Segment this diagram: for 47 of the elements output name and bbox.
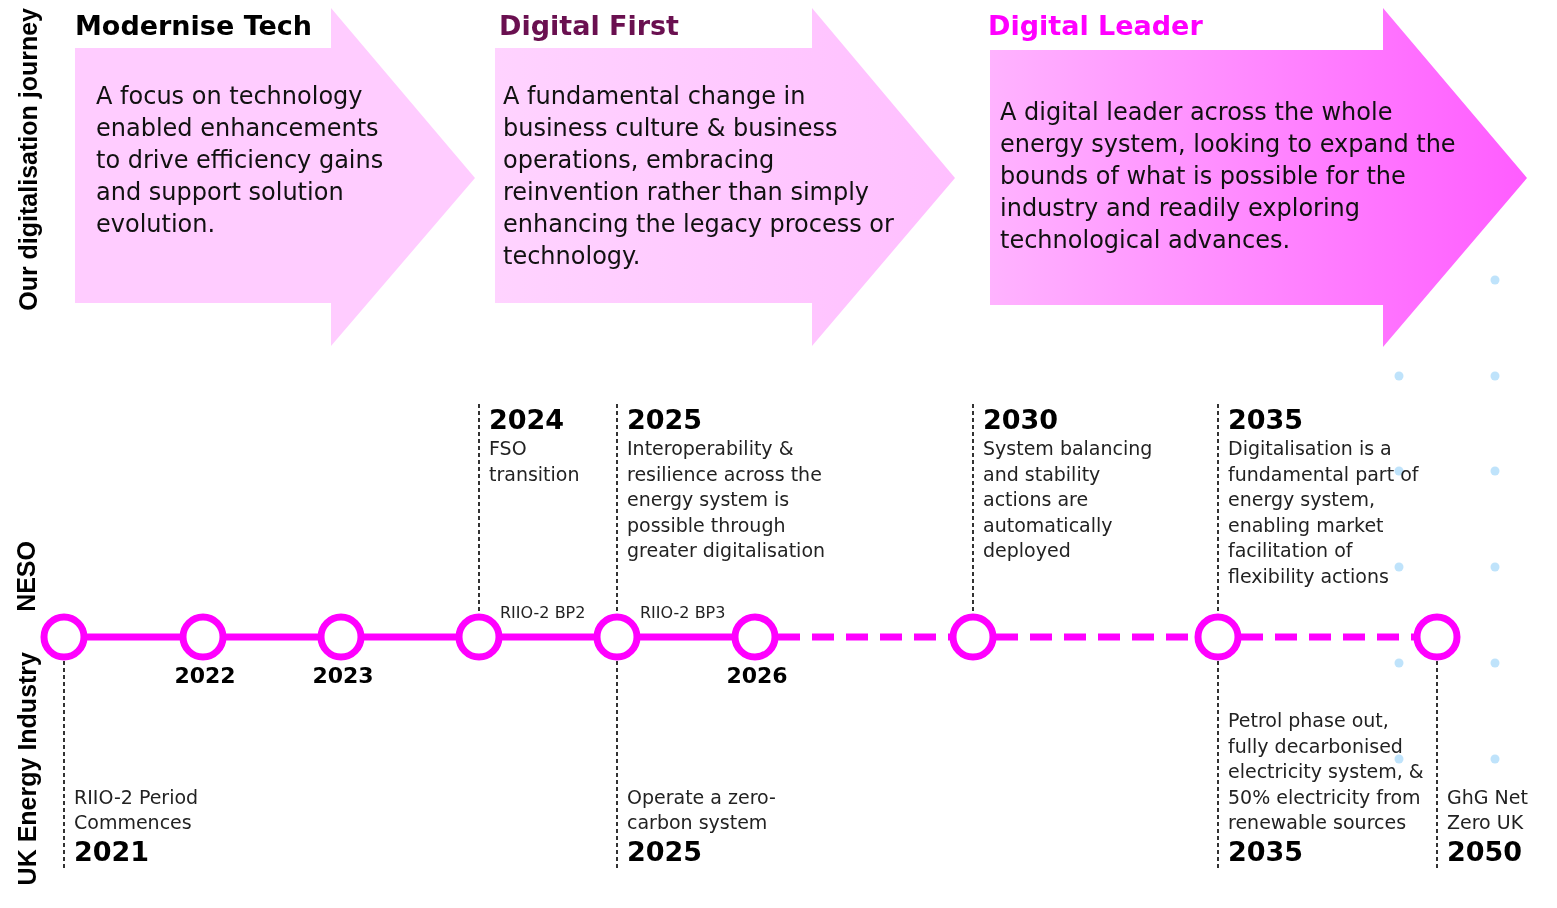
lane-label: UK Energy Industry [13,652,42,886]
milestone-circle [593,613,641,661]
phase-description: A focus on technology enabled enhancements to drive efficiency gains and support solution evolution. [96,81,385,240]
phase-description: A fundamental change in business culture & business operations, embracing reinvention rather than simply enhancing the legacy process or technology. [503,81,895,272]
phase-heading: Modernise Tech [75,10,312,41]
leader-line [1217,403,1219,614]
milestone-circle [949,613,997,661]
year-label: 2022 [174,663,236,688]
milestone-description: System balancing and stability actions are automatically deployed [983,436,1154,564]
milestone-circle [1194,613,1242,661]
milestone-circle [731,613,779,661]
leader-line [616,403,618,614]
milestone-description: Digitalisation is a fundamental part of energy system, enabling market facilitation of flexibility actions [1228,436,1420,589]
leader-line [63,660,65,869]
milestone-circle [1413,613,1461,661]
milestone-circle [455,613,503,661]
period-label: RIIO-2 BP2 [500,603,586,622]
phase-heading: Digital Leader [988,10,1203,41]
phase-heading: Digital First [499,10,680,41]
year-label: 2023 [312,663,374,688]
lane-label: NESO [12,541,41,612]
year-label: 2035 [1228,836,1305,868]
lane-label: Our digitalisation journey [14,8,43,311]
milestone-circle [40,613,88,661]
year-label: 2050 [1447,836,1524,868]
milestone-description: GhG Net Zero UK [1447,784,1529,836]
milestone-description: Petrol phase out, fully decarbonised electricity system, & 50% electricity from renewable sources [1228,708,1425,836]
leader-line [1436,660,1438,869]
period-label: RIIO-2 BP3 [640,603,726,622]
milestone-description: Operate a zero-carbon system [627,784,777,836]
year-label: 2025 [627,836,704,868]
year-label: 2030 [983,404,1060,436]
leader-line [616,660,618,869]
milestone-description: Interoperability & resilience across the energy system is possible through greater digitalisation [627,436,827,564]
year-label: 2024 [489,404,566,436]
year-label: 2025 [627,404,704,436]
year-label: 2026 [726,663,788,688]
phase-description: A digital leader across the whole energy system, looking to expand the bounds of what is possible for the industry and readily exploring technological advances. [1000,97,1457,256]
leader-line [972,403,974,614]
milestone-circle [179,613,227,661]
milestone-description: RIIO-2 Period Commences [74,784,200,836]
leader-line [1217,660,1219,869]
leader-line [478,403,480,614]
milestone-description: FSO transition [489,436,581,487]
year-label: 2021 [74,836,151,868]
milestone-circle [317,613,365,661]
year-label: 2035 [1228,404,1305,436]
